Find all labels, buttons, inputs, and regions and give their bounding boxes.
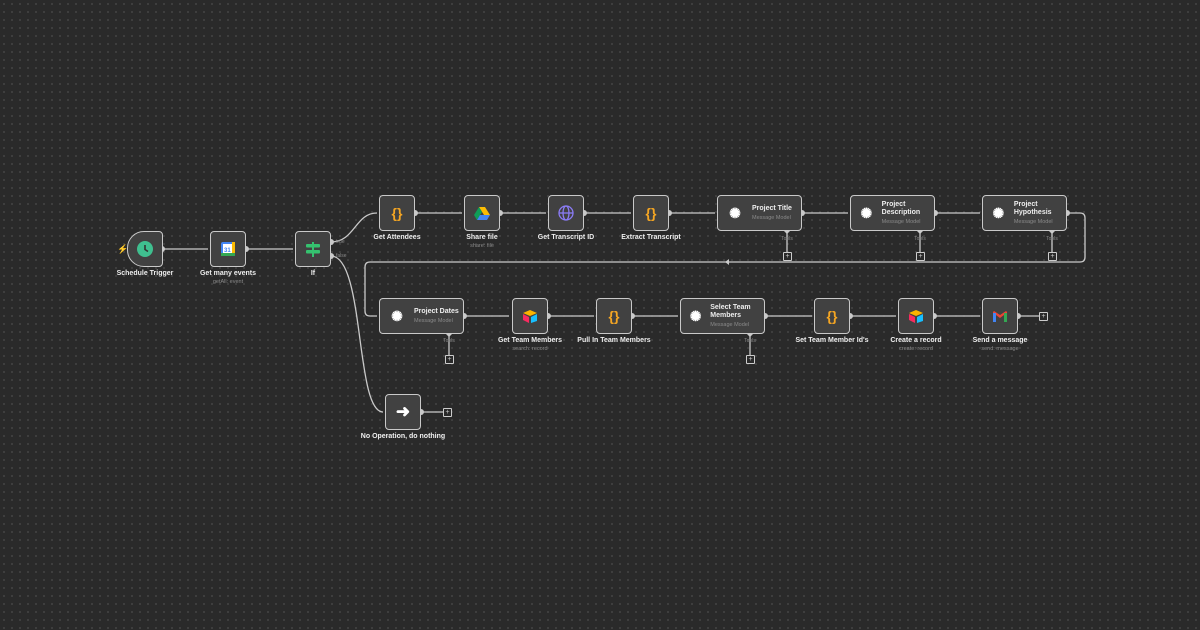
google-drive-icon [473, 204, 491, 222]
code-braces-icon: {} [645, 205, 657, 221]
node-extract-transcript[interactable]: {} [633, 195, 669, 231]
node-schedule-trigger[interactable] [127, 231, 163, 267]
node-label: No Operation, do nothing [360, 433, 446, 440]
node-label: Extract Transcript [621, 234, 681, 241]
node-subtitle: Message Model [752, 215, 791, 221]
globe-icon [557, 204, 575, 222]
node-get-many-events[interactable]: 31 [210, 231, 246, 267]
node-label: Set Team Member Id's [795, 337, 869, 344]
add-tool-button[interactable]: + [783, 252, 792, 261]
node-label: Share file [466, 234, 498, 241]
node-set-team-member-ids[interactable]: {} [814, 298, 850, 334]
node-if[interactable] [295, 231, 331, 267]
tools-label: Tools [744, 338, 756, 344]
node-get-transcript-id[interactable] [548, 195, 584, 231]
openai-icon: ✺ [391, 307, 403, 324]
node-subtitle: share: file [470, 243, 494, 249]
node-send-message[interactable] [982, 298, 1018, 334]
add-node-button[interactable]: + [1039, 312, 1048, 321]
tools-label: Tools [1046, 236, 1058, 242]
node-share-file[interactable] [464, 195, 500, 231]
openai-icon: ✺ [689, 307, 702, 324]
add-node-button[interactable]: + [443, 408, 452, 417]
node-label: Create a record [890, 337, 942, 344]
node-label: Get Attendees [373, 234, 421, 241]
node-subtitle: Message Model [881, 219, 921, 225]
if-signpost-icon [304, 240, 322, 258]
arrow-right-icon: ➜ [395, 402, 411, 421]
svg-text:31: 31 [224, 248, 231, 254]
code-braces-icon: {} [826, 308, 838, 324]
tools-label: Tools [914, 236, 926, 242]
node-label: Send a message [972, 337, 1028, 344]
node-subtitle: search: record [512, 346, 548, 352]
node-label: Schedule Trigger [116, 270, 174, 277]
node-create-record[interactable] [898, 298, 934, 334]
openai-icon: ✺ [729, 204, 741, 221]
clock-icon [136, 240, 154, 258]
node-label: Get many events [199, 270, 257, 277]
node-get-team-members[interactable] [512, 298, 548, 334]
node-pull-in-team-members[interactable]: {} [596, 298, 632, 334]
openai-icon: ✺ [860, 204, 873, 221]
add-tool-button[interactable]: + [1048, 252, 1057, 261]
node-label: Project Title [752, 205, 792, 212]
node-get-attendees[interactable]: {} [379, 195, 415, 231]
add-tool-button[interactable]: + [916, 252, 925, 261]
node-label: If [310, 270, 316, 277]
node-label: Project Dates [414, 308, 459, 315]
node-label: Pull In Team Members [577, 337, 651, 344]
code-braces-icon: {} [391, 205, 403, 221]
add-tool-button[interactable]: + [746, 355, 755, 364]
gmail-icon [991, 307, 1009, 325]
add-tool-button[interactable]: + [445, 355, 454, 364]
branch-false-label: false [336, 253, 347, 259]
node-label: Get Transcript ID [537, 234, 595, 241]
node-label: Project Description [881, 201, 921, 216]
openai-icon: ✺ [992, 204, 1005, 221]
node-subtitle: Message Model [414, 318, 453, 324]
node-no-operation[interactable]: ➜ [385, 394, 421, 430]
airtable-icon [907, 307, 925, 325]
tools-label: Tools [443, 338, 455, 344]
trigger-bolt-icon: ⚡ [117, 243, 128, 255]
branch-true-label: true [336, 239, 345, 245]
node-label: Select Team Members [710, 304, 751, 319]
node-subtitle: Message Model [1013, 219, 1053, 225]
tools-label: Tools [781, 236, 793, 242]
google-calendar-icon: 31 [219, 240, 237, 258]
node-label: Project Hypothesis [1013, 201, 1052, 216]
node-subtitle: getAll: event [212, 279, 244, 285]
code-braces-icon: {} [608, 308, 620, 324]
node-subtitle: send: message [981, 346, 1019, 352]
node-subtitle: Message Model [710, 322, 750, 328]
airtable-icon [521, 307, 539, 325]
node-label: Get Team Members [497, 337, 563, 344]
node-subtitle: create: record [899, 346, 933, 352]
